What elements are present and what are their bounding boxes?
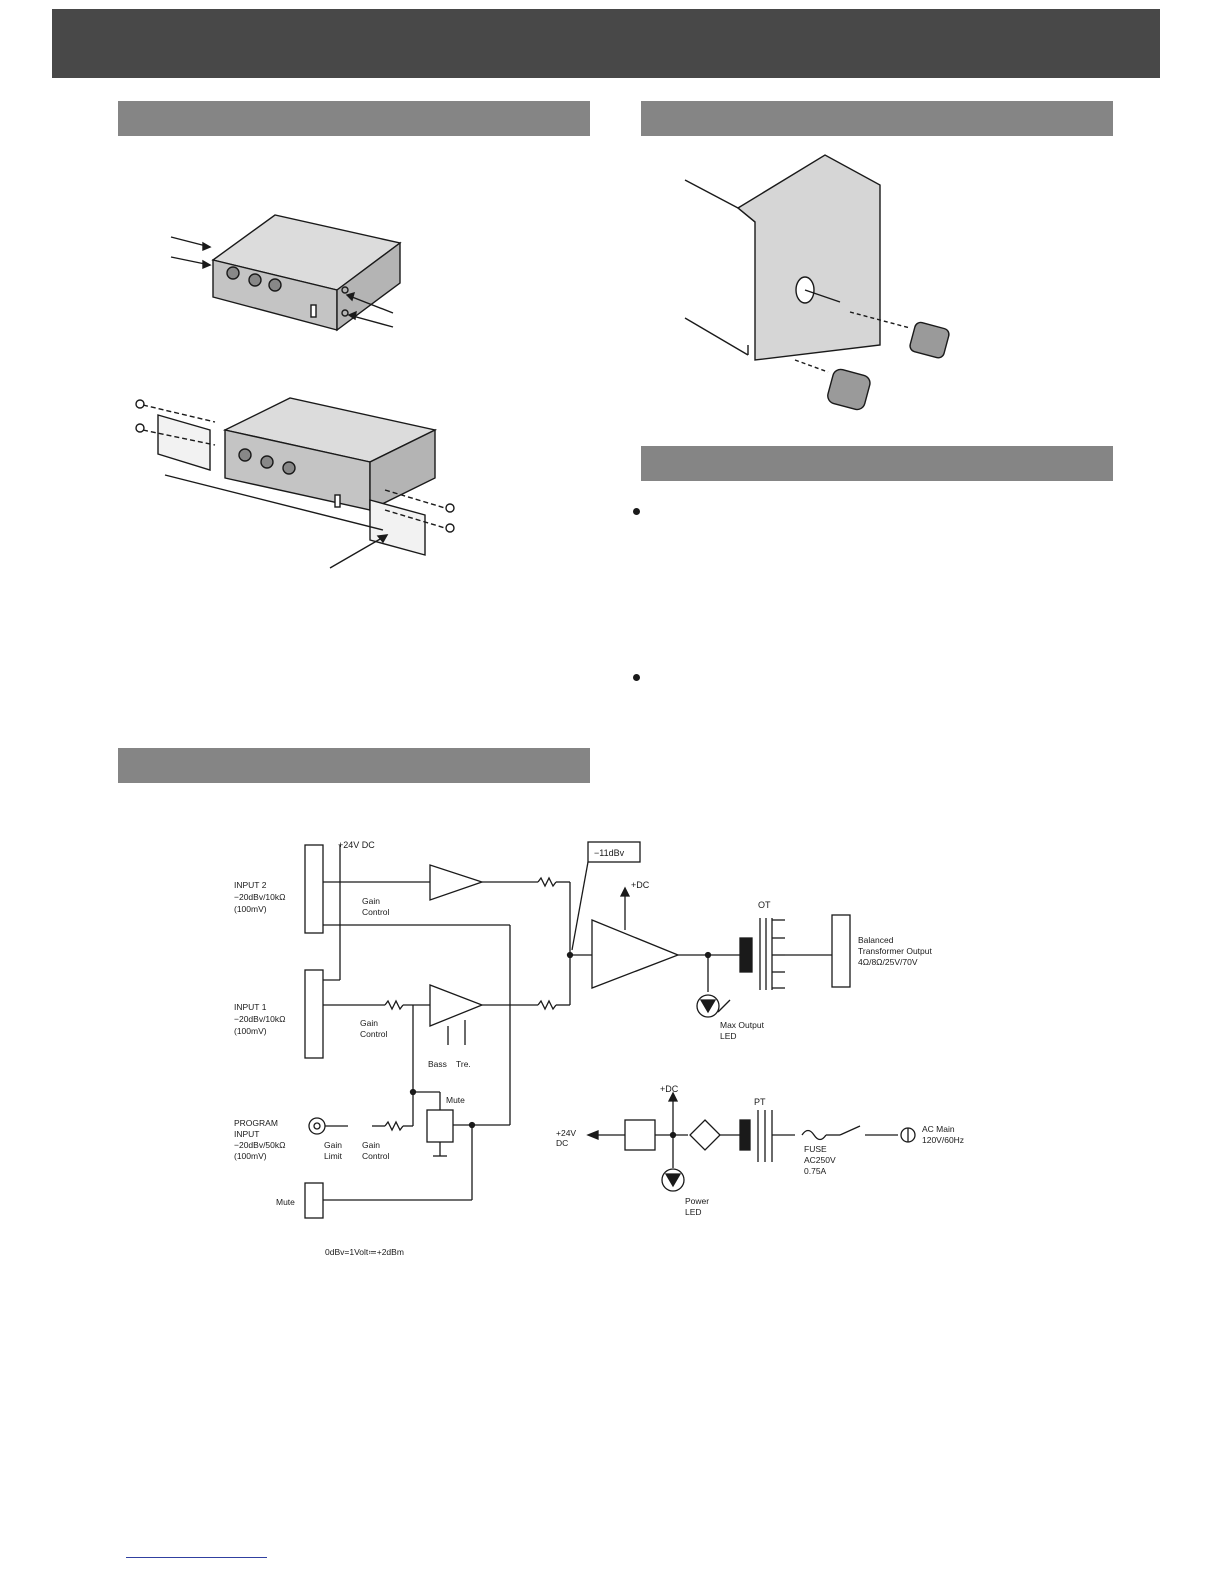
output-24v-label-1: +24V <box>556 1128 576 1138</box>
balanced-output-block <box>831 914 851 988</box>
program-input-name-1: PROGRAM <box>234 1118 278 1128</box>
rack-ears-attachment-illustration <box>135 397 455 569</box>
mix-level-label: −11dBv <box>594 848 625 858</box>
reference-note: 0dBv=1Volt≔+2dBm <box>325 1247 404 1257</box>
amp-plus-dc-label: +DC <box>631 880 650 890</box>
bridge-rectifier <box>689 1119 721 1151</box>
output-transformer-label: OT <box>758 900 771 910</box>
input2-gain-label: Gain <box>362 896 380 906</box>
power-plus-dc-label: +DC <box>660 1084 679 1094</box>
ac-main-label-2: 120V/60Hz <box>922 1135 964 1145</box>
output-24v-label-2: DC <box>556 1138 568 1148</box>
input1-level: (100mV) <box>234 1026 267 1036</box>
max-output-led-label-2: LED <box>720 1031 737 1041</box>
input1-control-label: Control <box>360 1029 388 1039</box>
input2-spec: −20dBv/10kΩ <box>234 892 286 902</box>
mute-block-label: Mute <box>446 1095 465 1105</box>
program-input-jack <box>308 1117 326 1135</box>
input2-control-label: Control <box>362 907 390 917</box>
input1-name: INPUT 1 <box>234 1002 267 1012</box>
gain-limit-label-1: Gain <box>324 1140 342 1150</box>
input2-name: INPUT 2 <box>234 880 267 890</box>
power-transformer-label: PT <box>754 1097 766 1107</box>
fuse-label-2: AC250V <box>804 1155 836 1165</box>
mute-input-jack <box>304 1182 324 1219</box>
bullet-2 <box>633 674 640 681</box>
max-output-led-label-1: Max Output <box>720 1020 765 1030</box>
bass-label: Bass <box>428 1059 447 1069</box>
mix-level-box <box>587 841 641 863</box>
input2-level: (100mV) <box>234 904 267 914</box>
section-bar-notes <box>641 446 1113 481</box>
power-led-label-2: LED <box>685 1207 702 1217</box>
regulator-block <box>624 1119 656 1151</box>
section-bar-rack-mounting <box>118 101 590 136</box>
balanced-output-label-2: Transformer Output <box>858 946 932 956</box>
program-gain-control-label-1: Gain <box>362 1140 380 1150</box>
footer-rule <box>126 1557 267 1558</box>
section-bar-block-diagram <box>118 748 590 783</box>
mute-block <box>426 1109 454 1143</box>
gain-limit-label-2: Limit <box>324 1151 343 1161</box>
bullet-1 <box>633 508 640 515</box>
fuse-label-1: FUSE <box>804 1144 827 1154</box>
section-bar-knob-replacement <box>641 101 1113 136</box>
program-gain-control-label-2: Control <box>362 1151 390 1161</box>
program-input-spec: −20dBv/50kΩ <box>234 1140 286 1150</box>
supply-24v-label: +24V DC <box>338 840 375 850</box>
balanced-output-label-3: 4Ω/8Ω/25V/70V <box>858 957 918 967</box>
program-input-name-2: INPUT <box>234 1129 260 1139</box>
input2-jack <box>304 844 324 934</box>
input1-jack <box>304 969 324 1059</box>
program-input-level: (100mV) <box>234 1151 267 1161</box>
top-banner <box>52 9 1160 78</box>
amplifier-side-screws-illustration <box>170 214 402 332</box>
balanced-output-label-1: Balanced <box>858 935 894 945</box>
input1-spec: −20dBv/10kΩ <box>234 1014 286 1024</box>
ac-main-label-1: AC Main <box>922 1124 955 1134</box>
mute-input-label: Mute <box>276 1197 295 1207</box>
block-diagram: +24V DC INPUT 2 −20dBv/10kΩ (100mV) Gain… <box>234 840 964 1257</box>
power-led-label-1: Power <box>685 1196 709 1206</box>
treble-label: Tre. <box>456 1059 471 1069</box>
fuse-label-3: 0.75A <box>804 1166 827 1176</box>
input1-gain-label: Gain <box>360 1018 378 1028</box>
knob-replacement-illustration <box>684 154 950 411</box>
